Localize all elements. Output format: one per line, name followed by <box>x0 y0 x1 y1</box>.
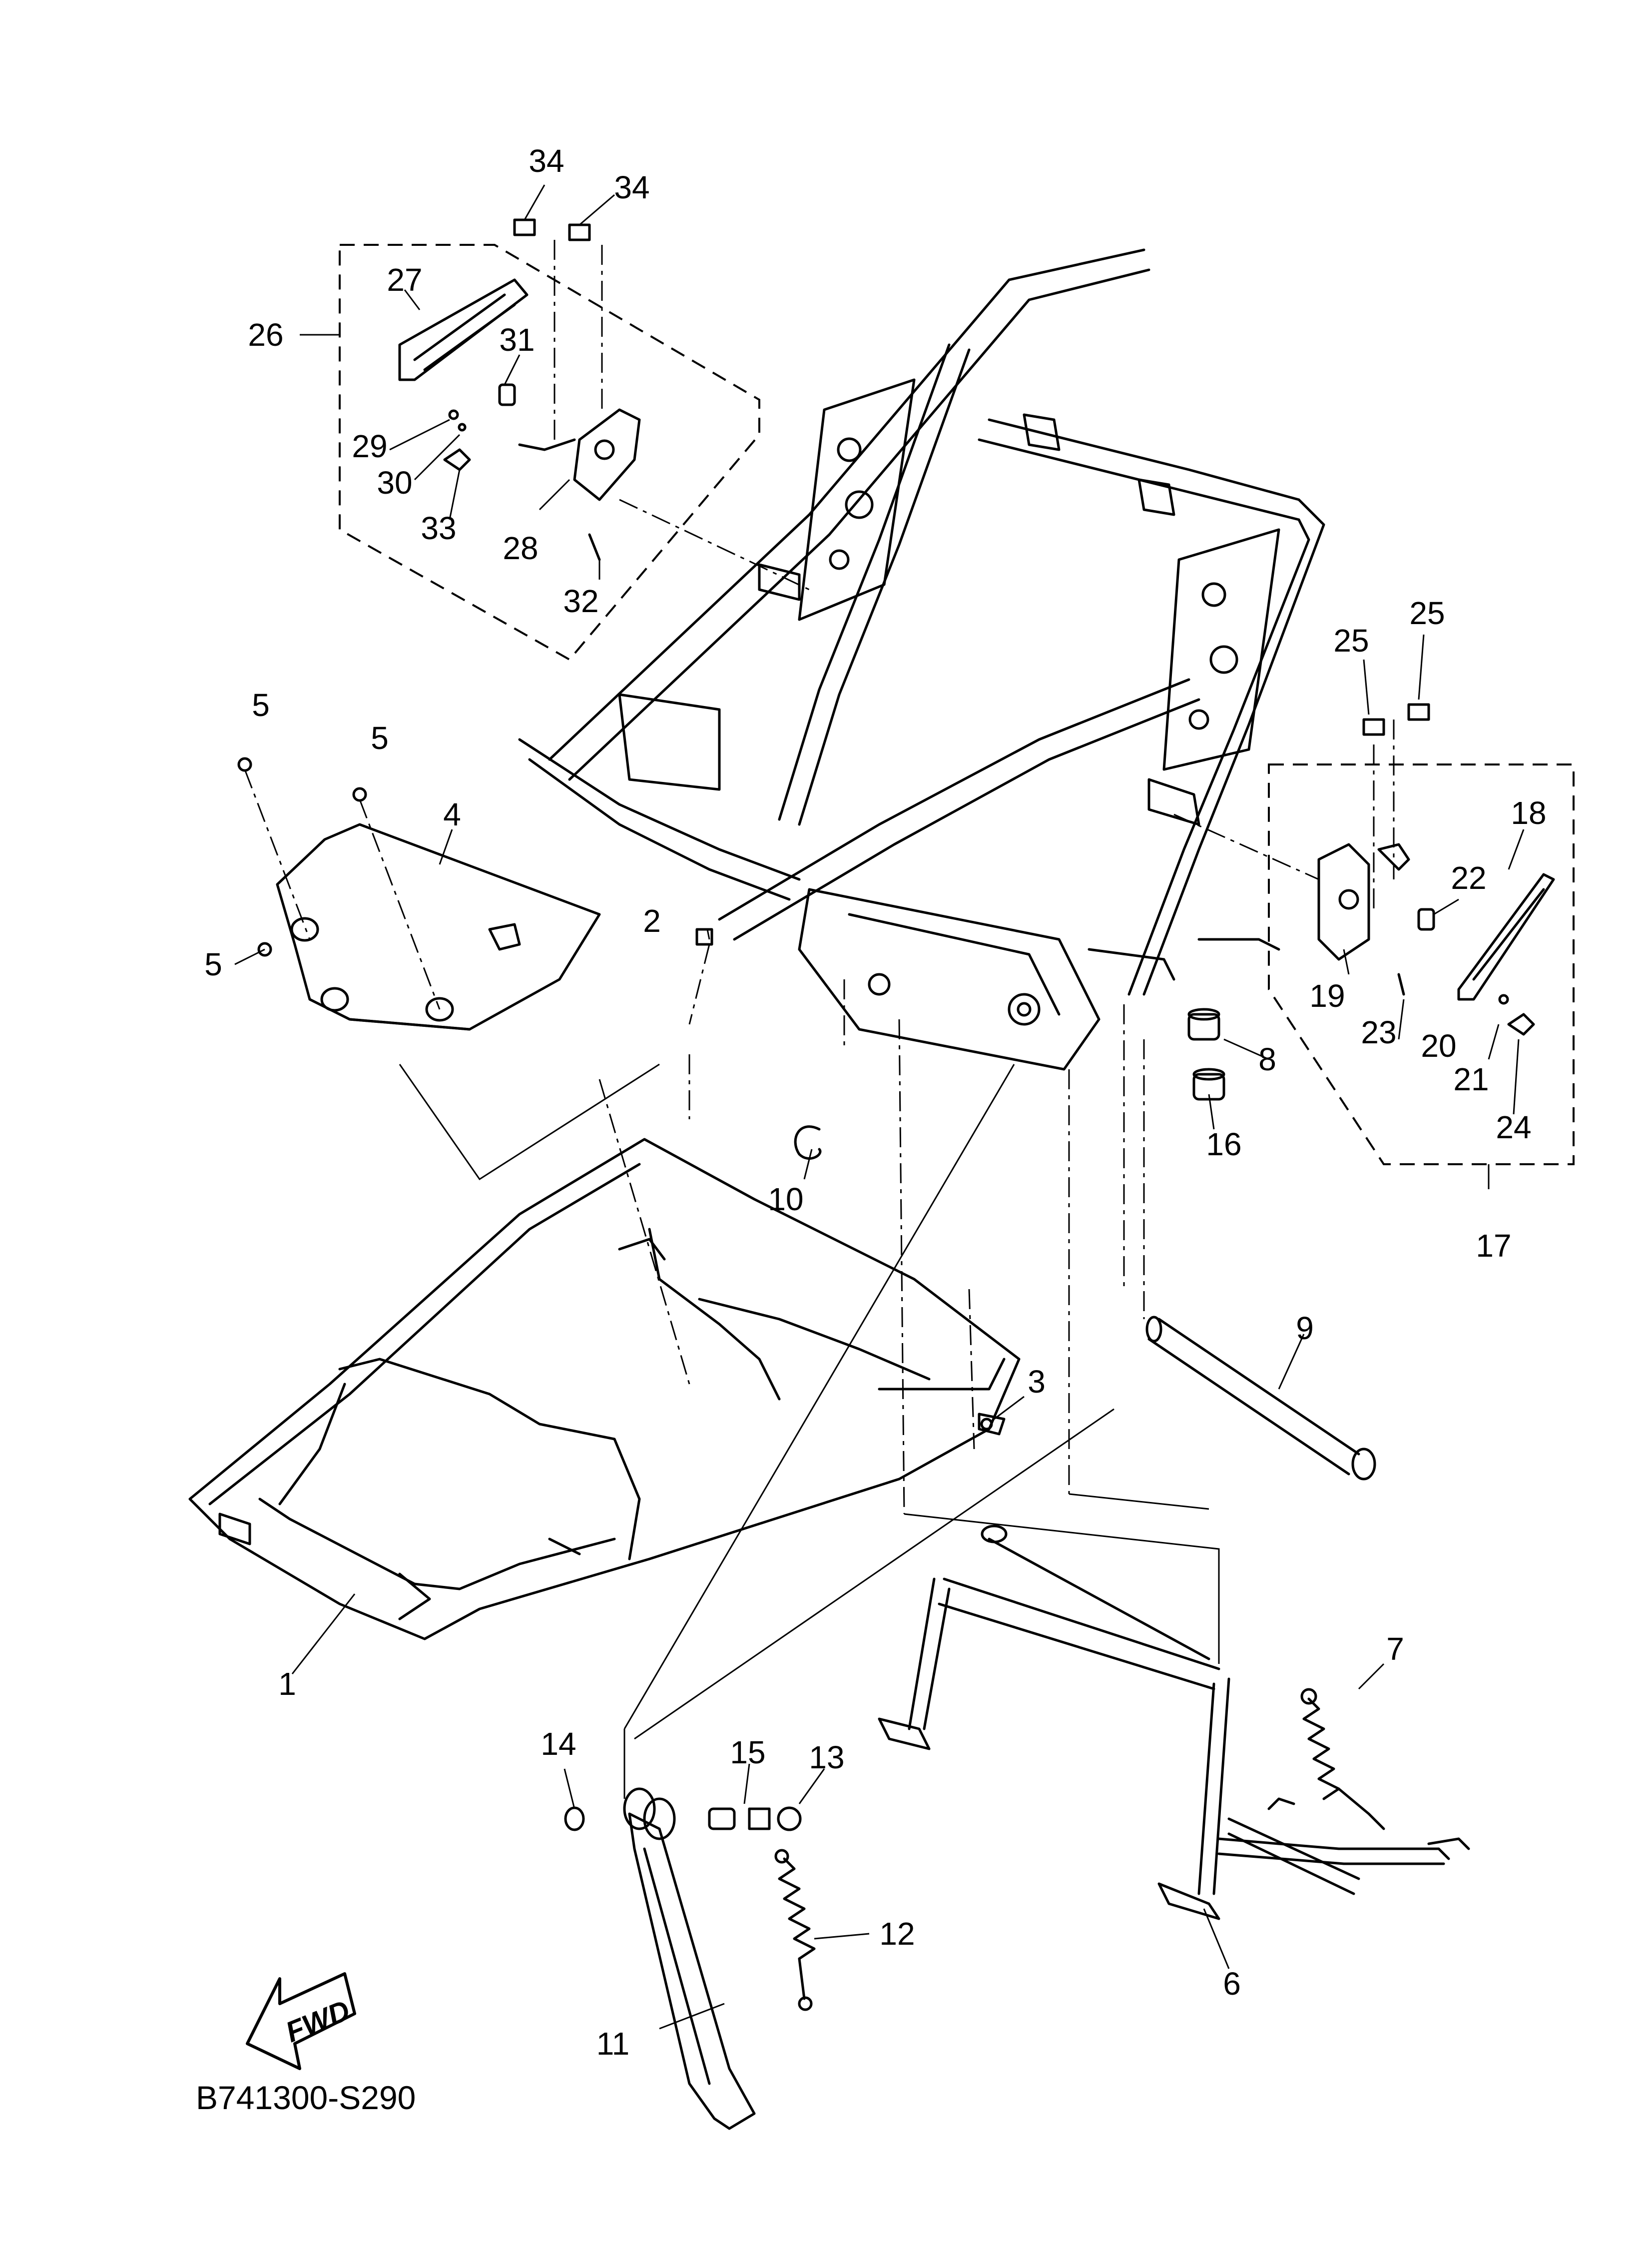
label-part-2: 2 <box>643 903 661 939</box>
diagram-code: B741300-S290 <box>196 2079 416 2116</box>
frame-drawing <box>518 248 1325 1071</box>
label-part-22: 22 <box>1451 860 1487 896</box>
label-part-31: 31 <box>499 322 535 358</box>
label-part-27: 27 <box>387 262 423 298</box>
label-part-18: 18 <box>1511 795 1547 831</box>
label-part-5a: 5 <box>252 687 270 723</box>
label-part-30: 30 <box>377 465 413 501</box>
label-part-28: 28 <box>503 530 539 566</box>
side-stand-bolt-drawing <box>564 1806 802 1831</box>
label-part-19: 19 <box>1309 978 1345 1014</box>
label-part-12: 12 <box>879 1916 915 1952</box>
right-footrest-drawing <box>1317 843 1555 1036</box>
pivot-shaft-drawing <box>1145 1316 1376 1481</box>
label-part-5c: 5 <box>204 946 222 982</box>
label-part-7: 7 <box>1386 1631 1404 1667</box>
label-part-14: 14 <box>541 1726 576 1762</box>
label-part-17: 17 <box>1476 1228 1512 1264</box>
stand-spring-drawing <box>1300 1688 1385 1830</box>
fwd-arrow-drawing <box>246 1972 356 2070</box>
label-part-6: 6 <box>1223 1966 1241 2002</box>
label-part-3: 3 <box>1028 1364 1046 1400</box>
label-part-4: 4 <box>443 796 461 832</box>
label-part-1: 1 <box>278 1666 296 1702</box>
label-part-20: 20 <box>1421 1028 1457 1064</box>
label-part-5b: 5 <box>371 720 389 756</box>
label-part-26: 26 <box>248 317 284 353</box>
label-part-21: 21 <box>1453 1061 1489 1097</box>
label-part-25b: 25 <box>1409 595 1445 631</box>
label-part-23: 23 <box>1361 1014 1397 1050</box>
label-part-16: 16 <box>1206 1126 1242 1162</box>
label-part-13: 13 <box>809 1739 845 1775</box>
side-stand-spring-drawing <box>774 1849 816 2011</box>
label-part-24: 24 <box>1496 1109 1532 1145</box>
label-part-9: 9 <box>1296 1310 1314 1346</box>
side-cover-drawing <box>276 823 601 1031</box>
damper-drawing <box>1187 1008 1225 1101</box>
small-fasteners-drawing <box>695 928 1006 1436</box>
label-part-8: 8 <box>1258 1041 1276 1077</box>
group-box-26 <box>339 244 760 661</box>
label-part-33: 33 <box>421 510 457 546</box>
group-box-17 <box>1268 763 1575 1165</box>
label-part-25a: 25 <box>1333 623 1369 659</box>
label-part-15: 15 <box>730 1734 766 1770</box>
label-part-34b: 34 <box>614 169 650 205</box>
left-footrest-drawing <box>398 278 641 561</box>
side-stand-drawing <box>623 1787 756 2130</box>
label-part-34a: 34 <box>529 143 564 179</box>
label-part-29: 29 <box>352 428 388 464</box>
under-cover-drawing <box>188 1138 1021 1640</box>
label-part-11: 11 <box>596 2026 630 2062</box>
label-part-10: 10 <box>768 1181 804 1217</box>
center-stand-drawing <box>878 1524 1470 1920</box>
screws-drawing <box>237 218 1430 957</box>
label-part-32: 32 <box>563 583 599 619</box>
